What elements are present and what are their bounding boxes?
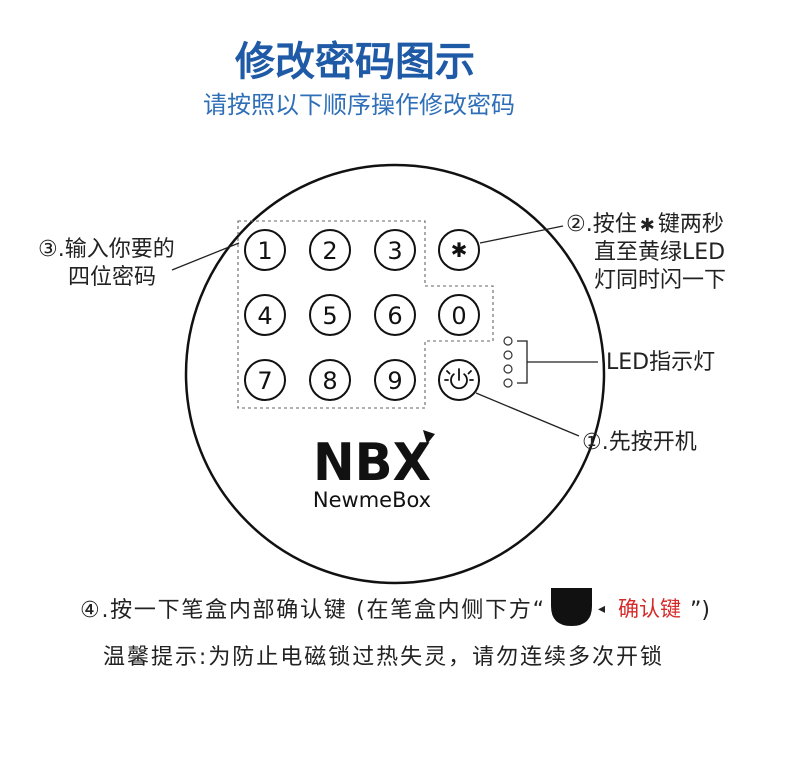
key-0: 0 — [438, 294, 480, 336]
key-2: 2 — [309, 229, 351, 271]
key-4: 4 — [244, 294, 286, 336]
page-subtitle: 请按照以下顺序操作修改密码 — [203, 91, 515, 119]
key-1: 1 — [244, 229, 286, 271]
key-star: ✱ — [438, 229, 480, 271]
key-9: 9 — [374, 359, 416, 401]
logo-mark: NBX — [313, 433, 431, 493]
brand-logo: NBX NewmeBox — [313, 430, 435, 512]
key-label: 2 — [322, 237, 337, 265]
key-ring — [244, 294, 286, 336]
pen-mark-icon — [423, 430, 435, 444]
key-ring — [438, 294, 480, 336]
key-label: 4 — [257, 302, 272, 330]
key-5: 5 — [309, 294, 351, 336]
key-ring — [244, 229, 286, 271]
step2-line1: ②.按住✱键两秒 — [566, 212, 724, 237]
step2-leader — [479, 225, 564, 244]
key-8: 8 — [309, 359, 351, 401]
arrow-left-icon: ◂ — [598, 601, 605, 617]
key-label: ✱ — [451, 238, 468, 262]
number-keys-outline — [237, 220, 494, 409]
key-ring — [244, 359, 286, 401]
key-ring — [309, 294, 351, 336]
step3-line1: ③.输入你要的 — [38, 237, 175, 262]
key-ring — [374, 359, 416, 401]
key-3: 3 — [374, 229, 416, 271]
key-label: 8 — [322, 367, 337, 395]
led-dot — [503, 336, 513, 346]
step3-leader — [171, 242, 240, 271]
warning-tip: 温馨提示:为防止电磁锁过热失灵，请勿连续多次开锁 — [103, 645, 662, 670]
key-label: 9 — [387, 367, 402, 395]
key-label: 0 — [451, 302, 466, 330]
led-label: LED指示灯 — [606, 350, 715, 375]
step2-suffix: 键两秒 — [658, 212, 724, 237]
step2-line2: 直至黄绿LED — [594, 240, 725, 265]
key-label: 7 — [257, 367, 272, 395]
step4-text: ④.按一下笔盒内部确认键 (在笔盒内侧下方“ — [80, 598, 544, 623]
step2-star-symbol: ✱ — [640, 215, 655, 236]
step2-prefix: ②.按住 — [566, 212, 637, 237]
key-label: 6 — [387, 302, 402, 330]
key-ring — [309, 359, 351, 401]
confirm-key-label: 确认键 — [618, 597, 681, 621]
power-icon — [444, 368, 474, 390]
step4-instruction: ④.按一下笔盒内部确认键 (在笔盒内侧下方“ ◂ 确认键 ”) — [80, 588, 710, 626]
led-bracket — [517, 340, 598, 384]
logo-brand: NewmeBox — [313, 488, 431, 512]
confirm-button-icon — [551, 588, 592, 626]
step2-line3: 灯同时闪一下 — [594, 268, 726, 293]
key-ring — [374, 294, 416, 336]
step4-closing: ”) — [690, 598, 710, 623]
page-title: 修改密码图示 — [235, 39, 475, 85]
key-label: 1 — [257, 237, 272, 265]
led-dot — [503, 364, 513, 374]
step3-line2: 四位密码 — [68, 265, 156, 290]
led-indicators — [503, 336, 513, 388]
key-ring — [374, 229, 416, 271]
key-ring — [438, 229, 480, 271]
key-power — [438, 359, 480, 401]
key-ring — [309, 229, 351, 271]
step1-leader — [475, 392, 580, 437]
key-label: 5 — [322, 302, 337, 330]
key-label: 3 — [387, 237, 402, 265]
key-6: 6 — [374, 294, 416, 336]
key-7: 7 — [244, 359, 286, 401]
led-dot — [503, 350, 513, 360]
led-dot — [503, 378, 513, 388]
step1-label: ①.先按开机 — [582, 430, 697, 455]
